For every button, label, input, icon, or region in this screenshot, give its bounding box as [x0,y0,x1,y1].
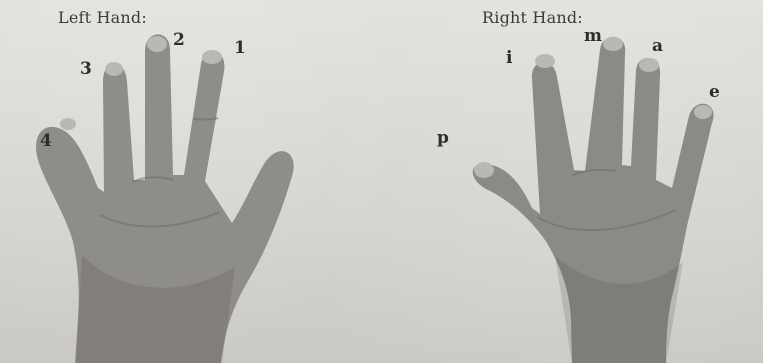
nail-right-middle [603,37,623,51]
crease-left-palm-top [132,176,174,183]
nail-left-ring [105,62,123,76]
crease-left-palm-middle [99,211,221,228]
right-finger-label-e: e [709,82,720,102]
right-hand-panel: Right Hand: p i m a e [390,0,763,363]
left-finger-label-4: 4 [40,131,52,151]
crease-right-palm-middle [536,209,677,232]
right-hand-illustration [472,36,714,363]
right-finger-label-m: m [584,26,602,46]
nail-right-index [535,54,555,68]
right-finger-label-p: p [437,128,449,148]
right-hand-title: Right Hand: [482,8,583,27]
nail-right-ring [639,58,659,72]
left-finger-label-3: 3 [80,59,92,79]
crease-right-palm-top [572,168,616,176]
left-hand-illustration [36,34,294,363]
left-finger-label-1: 1 [234,38,246,58]
right-finger-label-a: a [652,36,664,56]
left-finger-label-2: 2 [173,30,185,50]
right-finger-label-i: i [506,48,513,68]
nail-right-pinky [694,105,712,119]
nail-right-thumb [474,162,494,178]
shade-right-palm [555,256,683,363]
shade-left-palm [76,255,235,363]
crease-left-index [192,117,219,121]
nail-left-middle [147,36,167,52]
nail-left-index [202,50,222,64]
left-hand-title: Left Hand: [58,8,147,27]
nail-left-pinky [60,118,76,130]
left-hand-panel: Left Hand: 1 2 3 4 [0,0,380,363]
